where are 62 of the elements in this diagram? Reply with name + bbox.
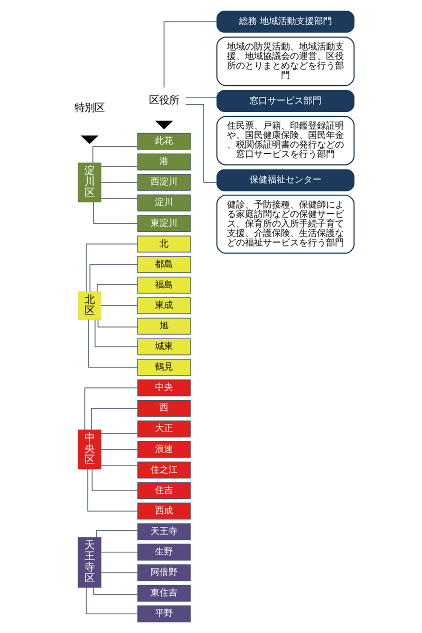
label: 特別区: [74, 102, 105, 114]
node-box: 総務 地域活動支援部門: [216, 10, 354, 33]
connector: [92, 146, 138, 164]
connector: [93, 202, 138, 224]
connector: [185, 97, 218, 98]
connector: [100, 552, 138, 553]
connector: [94, 319, 138, 348]
connector: [87, 468, 138, 512]
node-box: 中央区: [78, 430, 102, 470]
node-box: 鶴見: [137, 358, 191, 376]
node-box: 天王寺区: [78, 537, 102, 588]
connector: [88, 319, 138, 368]
node-box: 北: [137, 236, 191, 252]
node-box: 健診、予防接種、保健師による家庭訪問などの保健サービス、保育所の入所手続子育て支援、介護保険、生活保護などの福祉サービスを行う部門: [216, 194, 355, 254]
connector: [98, 319, 138, 328]
connector: [100, 433, 138, 434]
node-box: 住吉: [137, 482, 191, 499]
connector: [86, 244, 138, 292]
node-box: 此花: [137, 132, 191, 150]
node-box: 淀川区: [78, 162, 102, 202]
connector: [100, 198, 138, 199]
node-box: 福島: [137, 276, 191, 294]
connector: [100, 449, 138, 450]
node-box: 中央: [137, 379, 191, 396]
node-box: 淀川: [137, 194, 191, 212]
node-box: 城東: [137, 338, 191, 356]
node-box: 旭: [137, 318, 191, 335]
connector: [92, 468, 138, 491]
connector: [164, 21, 217, 88]
connector: [86, 587, 138, 614]
node-box: 住民票、戸籍、印鑑登録証明や、国民健康保険、国民年金、税関係証明書の発行などの窓口サービスを行う部門: [216, 116, 355, 166]
node-box: 浪速: [137, 441, 191, 458]
node-box: 都島: [137, 256, 191, 274]
node-box: 西淀川: [137, 174, 191, 191]
connector: [90, 264, 138, 292]
connector: [91, 408, 138, 430]
connector: [100, 305, 138, 306]
connector: [93, 587, 138, 595]
node-box: 大正: [137, 420, 191, 438]
connector: [96, 284, 138, 292]
node-box: 住之江: [137, 462, 191, 478]
connector: [100, 182, 138, 183]
connector: [100, 572, 138, 574]
node-box: 西: [137, 400, 191, 417]
node-box: 天王寺: [137, 523, 191, 540]
node-box: 阿倍野: [137, 564, 191, 582]
node-box: 東成: [137, 297, 191, 314]
node-box: 窓口サービス部門: [216, 90, 354, 112]
node-box: 東住吉: [137, 584, 191, 602]
connector: [84, 387, 138, 430]
node-box: 生野: [137, 544, 191, 561]
connector: [96, 530, 138, 538]
node-box: 北区: [78, 291, 102, 320]
node-box: 地域の防災活動、地域活動支援、地域協議会の運営、区役所のとりまとめなどを行う部門: [216, 36, 355, 86]
node-box: 東淀川: [137, 215, 191, 232]
connector: [100, 166, 138, 167]
node-box: 港: [137, 153, 191, 170]
node-box: 平野: [137, 605, 191, 622]
connector: [100, 465, 138, 466]
node-box: 西成: [137, 502, 191, 520]
node-text: 区役所: [149, 94, 180, 107]
node-box: 保健福祉センター: [216, 169, 354, 192]
